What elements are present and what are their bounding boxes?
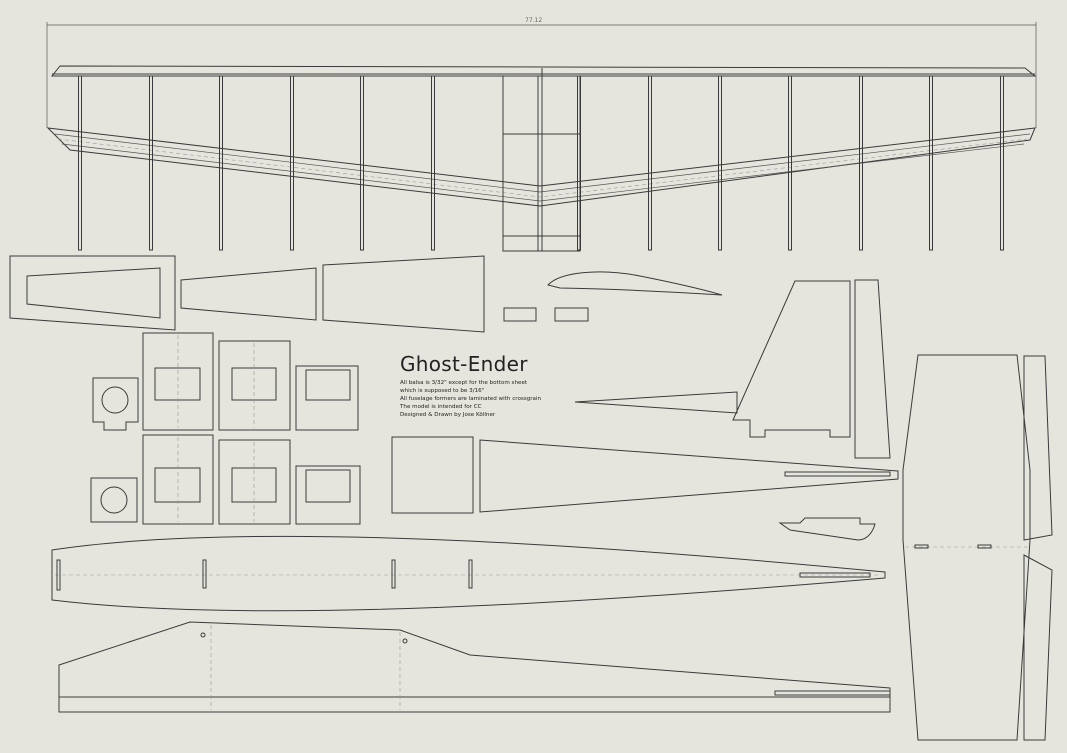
wing-rib [149,75,153,251]
title-block: Ghost-Ender All balsa is 3/32" except fo… [400,352,541,419]
drawing-title: Ghost-Ender [400,352,528,376]
wing-rib [788,75,792,251]
wing-rib [1000,75,1004,251]
wing-rib [78,75,82,251]
note-5: Designed & Drawn by Jose Köllner [400,412,496,418]
wing-rib [929,75,933,251]
horizontal-stabilizer [902,354,1031,741]
overall-dimension: 77.12 [525,17,543,24]
elevator-right [1023,554,1053,741]
dimension-line [46,22,1037,128]
wing-rib [219,75,223,251]
note-2: which is supposed to be 3/16" [400,388,485,394]
fuselage-formers [90,332,361,525]
wing-rib [360,75,364,251]
fuselage-top-view [51,535,886,612]
vertical-fin [732,280,851,438]
note-1: All balsa is 3/32" except for the bottom… [400,380,528,386]
small-part-b [554,307,589,322]
tapered-panel-small [180,267,317,321]
square-plate [391,436,474,514]
wing-rib [290,75,294,251]
wing-rib [648,75,652,251]
main-wing [46,65,1037,252]
wing-rib [718,75,722,251]
tip-panel-outer [9,255,176,331]
wing-rib [859,75,863,251]
tapered-panel-large [322,255,485,333]
fin-strip [574,391,738,414]
wing-rib [431,75,435,251]
rudder [854,279,891,459]
small-part-a [503,307,537,322]
note-4: The model is intended for CC [400,404,482,410]
airfoil-template [547,271,723,296]
stab-mount [778,517,876,541]
note-3: All fuselage formers are laminated with … [400,396,542,402]
fuselage-side-sheet [479,439,899,513]
elevator-left [1023,355,1053,541]
fuselage-side-view [58,621,891,713]
